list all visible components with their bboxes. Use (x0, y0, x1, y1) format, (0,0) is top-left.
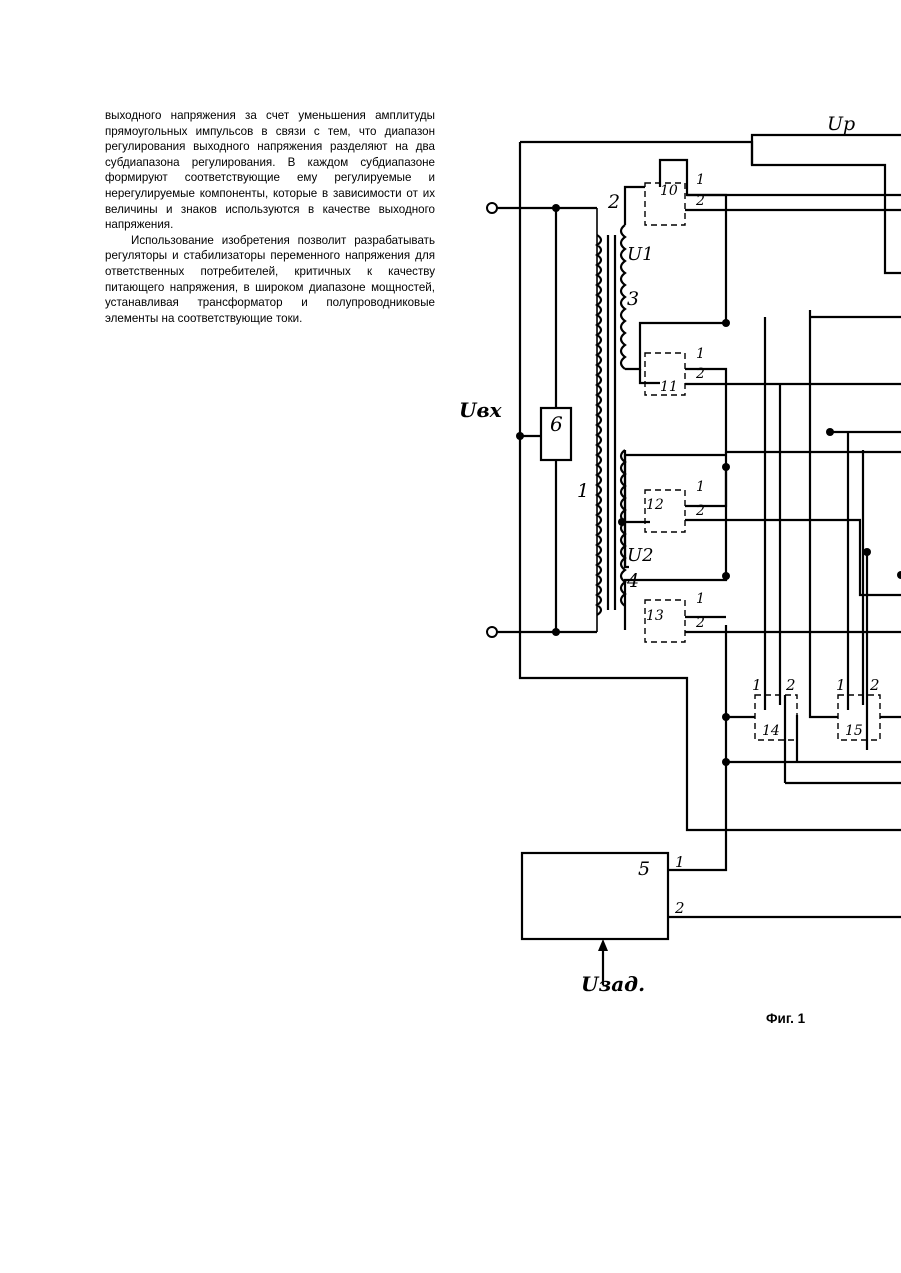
figure-caption: Фиг. 1 (766, 1011, 805, 1026)
label-switch-10: 10 (660, 183, 678, 199)
label-switch-12: 12 (646, 497, 664, 513)
label-u1: U1 (627, 244, 654, 265)
label-u2: U2 (627, 545, 654, 566)
pin-label: 1 (696, 479, 705, 495)
pin-label: 2 (674, 899, 685, 917)
label-block-6: 6 (550, 412, 563, 436)
body-text: выходного напряжения за счет уменьшения … (105, 108, 435, 326)
pin-label: 2 (695, 503, 705, 519)
pin-label: 2 (695, 366, 705, 382)
label-winding-3: 3 (627, 288, 639, 310)
pin-label: 1 (696, 172, 705, 188)
pin-label: 2 (785, 676, 796, 694)
label-u-out: Uр (827, 113, 855, 135)
label-winding-1: 1 (577, 480, 589, 502)
label-block-5: 5 (638, 858, 650, 880)
pin-label: 2 (695, 193, 705, 209)
pin-label: 2 (695, 615, 705, 631)
label-winding-4: 4 (626, 570, 639, 592)
pin-label: 1 (752, 676, 762, 694)
input-terminal-bottom (487, 627, 497, 637)
label-switch-13: 13 (646, 608, 664, 624)
pin-label: 1 (696, 346, 705, 362)
label-switch-14: 14 (762, 723, 780, 739)
pin-label: 1 (836, 676, 846, 694)
pin-label: 1 (675, 853, 685, 871)
label-winding-2: 2 (607, 191, 620, 213)
label-switch-15: 15 (845, 723, 863, 739)
circuit-diagram: Uр Uвх Uзад. U1 U2 2 3 1 4 6 5 10 11 12 … (455, 105, 901, 1030)
label-switch-11: 11 (660, 379, 678, 395)
input-terminal-top (487, 203, 497, 213)
label-u-in: Uвх (459, 398, 503, 422)
pin-label: 2 (869, 676, 880, 694)
pin-label: 1 (696, 591, 705, 607)
label-u-set: Uзад. (581, 972, 645, 996)
paragraph: Использование изобретения позволит разра… (105, 233, 435, 327)
paragraph: выходного напряжения за счет уменьшения … (105, 108, 435, 233)
